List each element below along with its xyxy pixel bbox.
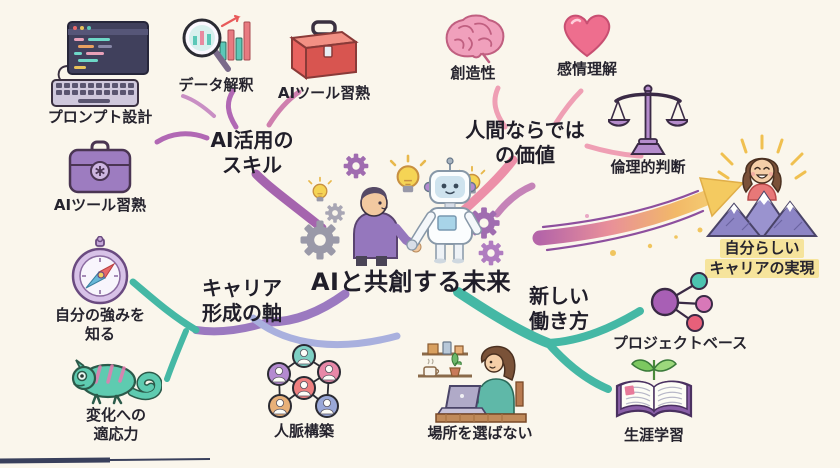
item-label: 創造性 <box>450 64 496 82</box>
item-label: AIツール習熟 <box>53 196 147 214</box>
person-figure <box>353 187 422 266</box>
item-label: 自分の強みを <box>54 306 145 324</box>
project-nodes-icon <box>650 272 713 332</box>
compass-icon <box>71 236 129 305</box>
book-sprout-icon <box>615 359 693 418</box>
item-label: 生涯学習 <box>623 426 684 444</box>
node-know-strengths: 自分の強みを 知る <box>42 236 158 343</box>
remote-work-cafe-icon <box>418 341 527 423</box>
brain-icon <box>445 14 505 64</box>
magnifier-chart-icon <box>182 14 251 72</box>
node-emotional-understanding: 感情理解 <box>545 10 629 79</box>
people-network-icon <box>267 344 341 418</box>
heart-icon <box>563 14 611 58</box>
robot-figure <box>406 157 482 264</box>
node-prompt-design: プロンプト設計 <box>30 20 170 127</box>
node-data-interpretation: データ解釈 <box>168 12 264 95</box>
node-goal-career: 自分らしい キャリアの実現 <box>700 134 824 278</box>
central-topic-title: AIと共創する未来 <box>310 268 511 296</box>
sparkle-dots <box>585 214 703 256</box>
node-lifelong-learning: 生涯学習 <box>606 356 702 445</box>
mountain-summit-person-icon <box>706 134 818 237</box>
human-robot-handshake-illustration <box>300 153 504 266</box>
branch-label-career-axis: キャリア 形成の軸 <box>202 276 282 325</box>
goal-label-line1: 自分らしい <box>720 239 804 258</box>
scales-icon <box>608 84 688 155</box>
node-ai-tool-mastery-briefcase: AIツール習熟 <box>50 140 150 215</box>
item-label: 倫理的判断 <box>610 158 686 176</box>
node-ethical-judgment: 倫理的判断 <box>600 84 696 177</box>
briefcase-icon <box>68 140 132 194</box>
item-label: プロジェクトベース <box>612 334 748 352</box>
item-label: 感情理解 <box>556 60 617 78</box>
node-networking: 人脈構築 <box>256 342 352 441</box>
branch-label-ai-skills: AI活用の スキル <box>210 128 294 177</box>
chameleon-icon <box>71 359 162 405</box>
item-label: AIツール習熟 <box>277 84 371 102</box>
code-editor-keyboard-icon <box>51 21 149 107</box>
toolbox-icon <box>289 20 359 80</box>
node-project-based: プロジェクトベース <box>608 272 752 353</box>
item-label: 変化への <box>85 406 146 424</box>
gear-icon <box>300 153 504 266</box>
arrow-head <box>698 177 745 218</box>
node-adaptability: 変化への 適応力 <box>58 352 174 443</box>
edge-artifact-line <box>0 457 111 464</box>
item-label: 人脈構築 <box>273 422 334 440</box>
goal-label: 自分らしい キャリアの実現 <box>705 239 819 278</box>
branch-label-new-workstyle: 新しい 働き方 <box>529 284 589 333</box>
goal-label-line2: キャリアの実現 <box>705 258 819 278</box>
item-label: 適応力 <box>93 424 139 443</box>
item-label: 知る <box>84 324 115 343</box>
node-location-free: 場所を選ばない <box>412 336 548 443</box>
item-label: 場所を選ばない <box>427 424 533 442</box>
branch-label-human-value: 人間ならでは の価値 <box>465 118 585 167</box>
node-ai-tool-mastery-toolbox: AIツール習熟 <box>270 20 378 103</box>
node-creativity: 創造性 <box>430 12 516 83</box>
item-label: プロンプト設計 <box>47 108 153 126</box>
item-label: データ解釈 <box>178 76 254 94</box>
